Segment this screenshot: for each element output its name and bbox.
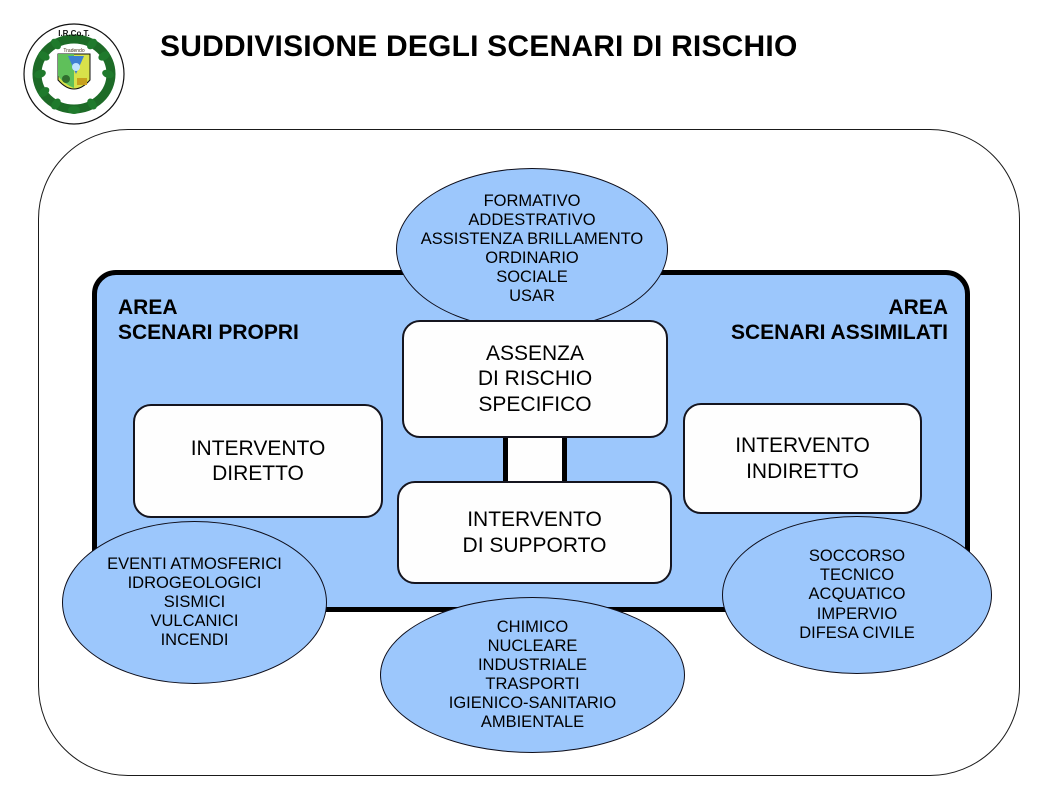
logo-acronym-text: I.R.Co.T. — [58, 29, 90, 38]
area-label-scenari-propri: AREA SCENARI PROPRI — [118, 296, 299, 346]
area-label-left-line2: SCENARI PROPRI — [118, 320, 299, 344]
center-connector — [503, 433, 567, 485]
area-label-scenari-assimilati: AREA SCENARI ASSIMILATI — [731, 296, 948, 346]
ircot-emblem-logo: I.R.Co.T. Tradendo — [22, 22, 126, 126]
area-label-right-line2: SCENARI ASSIMILATI — [730, 320, 948, 344]
svg-text:Tradendo: Tradendo — [63, 48, 84, 54]
page-title: SUDDIVISIONE DEGLI SCENARI DI RISCHIO — [160, 30, 798, 63]
area-label-right-line1: AREA — [888, 296, 948, 319]
area-label-left-line1: AREA — [118, 296, 178, 319]
